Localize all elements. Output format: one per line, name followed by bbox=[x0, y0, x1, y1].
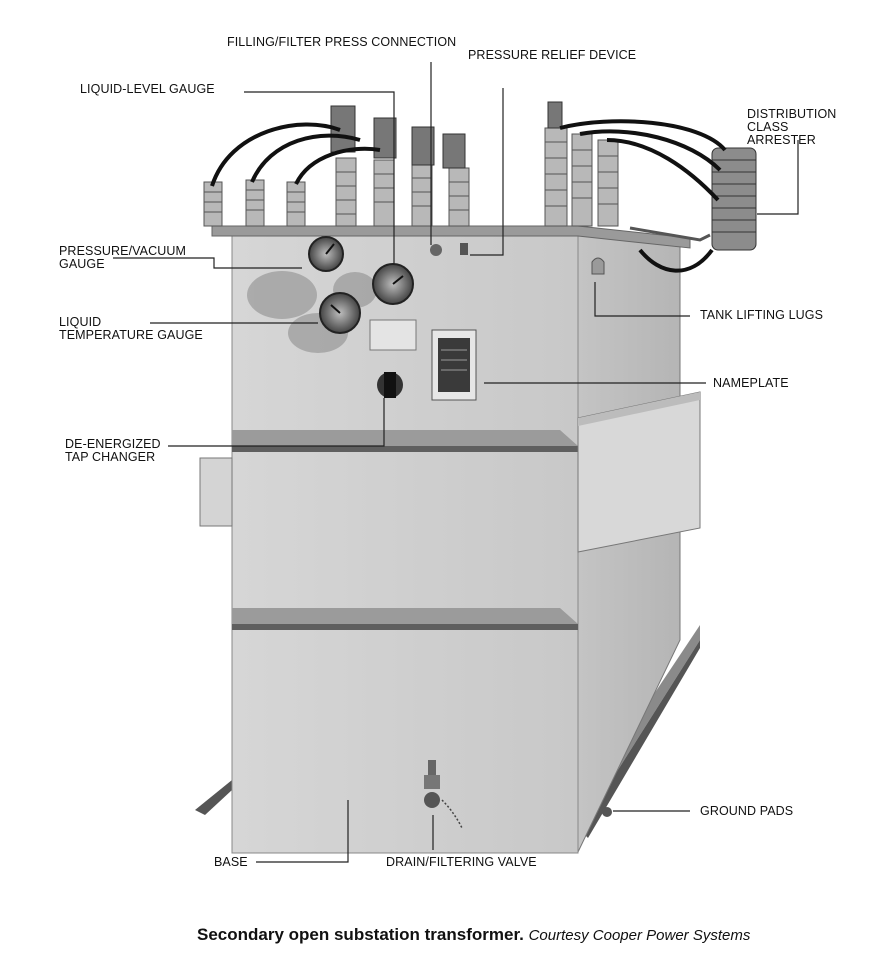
label-pressure-vacuum-gauge: PRESSURE/VACUUM GAUGE bbox=[59, 244, 186, 271]
label-de-energized-tap-changer: DE-ENERGIZED TAP CHANGER bbox=[65, 437, 161, 464]
side-brackets bbox=[199, 391, 701, 553]
label-pressure-relief-device: PRESSURE RELIEF DEVICE bbox=[468, 48, 637, 62]
leader-lines bbox=[113, 62, 799, 863]
label-filling-filter-press-connection: FILLING/FILTER PRESS CONNECTION bbox=[227, 35, 457, 49]
nameplate-panel bbox=[431, 329, 477, 401]
label-distribution-class-arrester: DISTRIBUTION CLASS ARRESTER bbox=[747, 107, 837, 147]
top-fittings bbox=[430, 243, 468, 256]
tap-changer-handle bbox=[377, 372, 403, 398]
caption-title: Secondary open substation transformer. bbox=[197, 925, 524, 944]
label-nameplate: NAMEPLATE bbox=[713, 376, 789, 390]
cables bbox=[210, 119, 727, 273]
label-liquid-level-gauge: LIQUID-LEVEL GAUGE bbox=[80, 82, 215, 96]
liquid-level-gauge bbox=[372, 263, 414, 305]
label-liquid-temperature-gauge: LIQUID TEMPERATURE GAUGE bbox=[59, 315, 203, 342]
liquid-temperature-gauge bbox=[319, 292, 361, 334]
drain-valve-fitting bbox=[424, 760, 463, 829]
caption-credit: Courtesy Cooper Power Systems bbox=[528, 927, 751, 944]
distribution-arrester bbox=[629, 147, 757, 251]
ground-pad-bolt bbox=[602, 807, 612, 817]
lifting-lug bbox=[591, 257, 605, 275]
label-base: BASE bbox=[214, 855, 248, 869]
warning-plate bbox=[369, 319, 417, 351]
cooling-ribs bbox=[232, 430, 578, 630]
bushings bbox=[203, 101, 619, 227]
pressure-vacuum-gauge bbox=[308, 236, 344, 272]
figure-caption: Secondary open substation transformer. C… bbox=[197, 925, 750, 945]
label-ground-pads: GROUND PADS bbox=[700, 804, 794, 818]
label-tank-lifting-lugs: TANK LIFTING LUGS bbox=[700, 308, 824, 322]
label-drain-filtering-valve: DRAIN/FILTERING VALVE bbox=[386, 855, 537, 869]
